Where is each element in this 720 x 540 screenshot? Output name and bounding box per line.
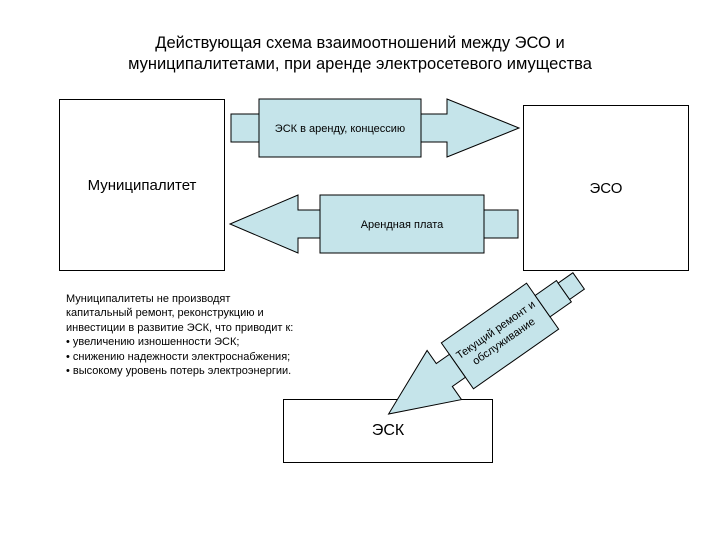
maintenance-arrow: Текущий ремонт и обслуживание: [387, 272, 586, 415]
rent-arrow: Арендная плата: [228, 194, 519, 254]
title-line-1: Действующая схема взаимоотношений между …: [155, 34, 565, 52]
municipality-box: Муниципалитет: [59, 99, 225, 271]
note-bullet: • увеличению изношенности ЭСК;: [66, 336, 240, 349]
esk-box: ЭСК: [283, 399, 493, 463]
note-text-block: Муниципалитеты не производят капитальный…: [66, 292, 336, 378]
rent-arrow-label: Арендная плата: [361, 219, 444, 231]
note-line-1: Муниципалитеты не производят: [66, 293, 231, 305]
note-bullet: • снижению надежности электроснабжения;: [66, 350, 291, 363]
eso-box: ЭСО: [523, 105, 689, 271]
note-line-3: инвестиции в развитие ЭСК, что приводит …: [66, 321, 294, 334]
title-line-2: муниципалитетами, при аренде электросете…: [128, 55, 592, 73]
note-bullet: • высокому уровень потерь электроэнергии…: [66, 365, 292, 378]
diagram-title: Действующая схема взаимоотношений между …: [80, 33, 640, 75]
lease-arrow-label: ЭСК в аренду, концессию: [275, 123, 405, 135]
municipality-label: Муниципалитет: [87, 176, 197, 194]
eso-label: ЭСО: [589, 179, 623, 197]
esk-label: ЭСК: [371, 422, 405, 439]
lease-arrow: ЭСК в аренду, концессию: [230, 98, 521, 158]
note-line-2: капитальный ремонт, реконструкцию и: [66, 307, 264, 320]
